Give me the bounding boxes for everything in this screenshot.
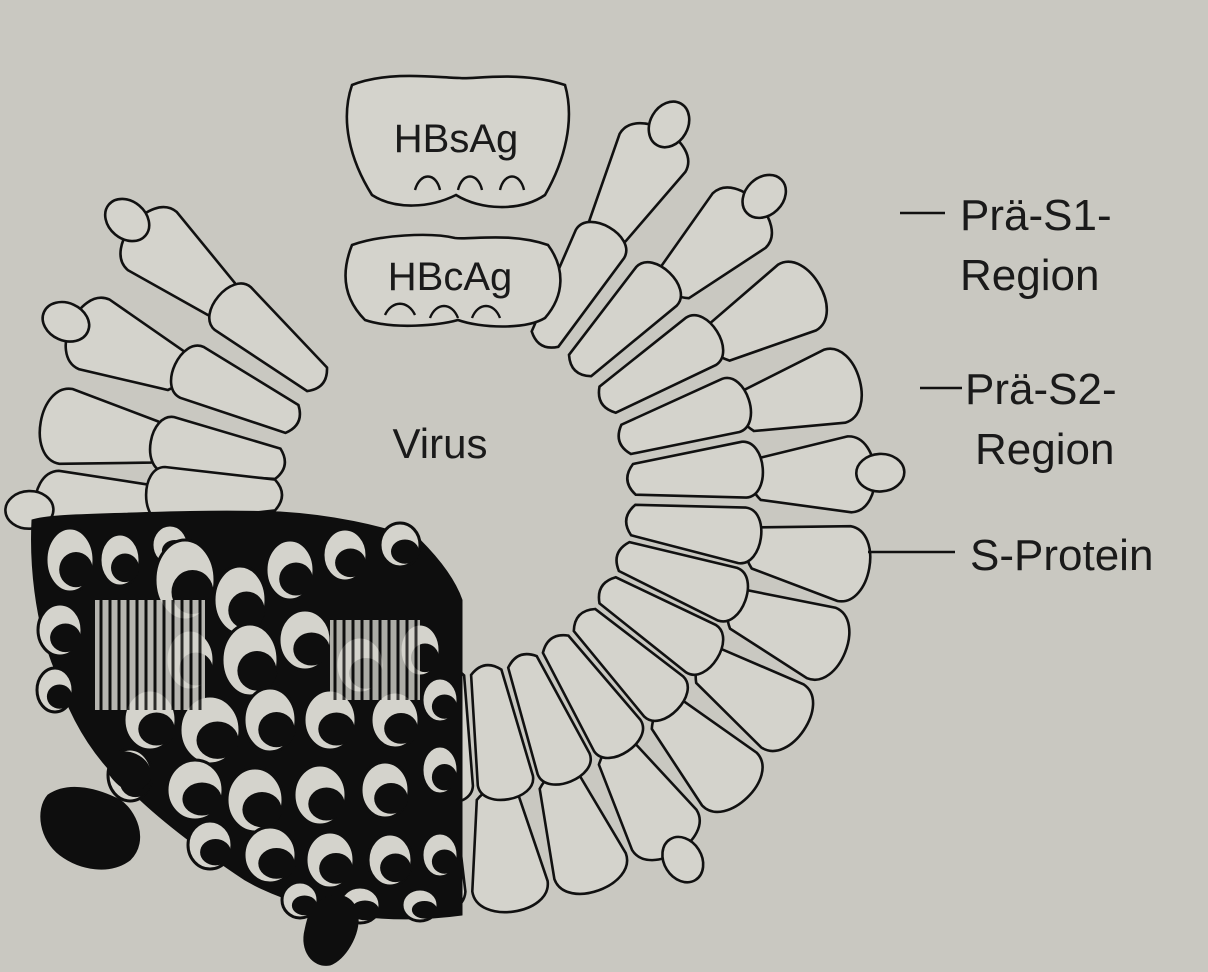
cutaway-cell-shadow [391, 540, 419, 564]
cutaway-cell-shadow [318, 713, 354, 746]
cutaway-cell-shadow [335, 549, 366, 578]
envelope-lobe [472, 787, 548, 912]
hbsag-label: HBsAg [394, 117, 519, 161]
cutaway-cell-shadow [200, 839, 231, 865]
cutaway-cell-shadow [50, 624, 81, 653]
cutaway-cell-shadow [197, 722, 239, 759]
pre-s1-label-line2: Region [960, 251, 1099, 300]
cutaway-section [32, 511, 462, 965]
cutaway-cell-shadow [237, 651, 276, 691]
cutaway-cell-shadow [258, 848, 294, 879]
pre-s-knob [855, 453, 905, 493]
s-protein-label: S-Protein [970, 531, 1153, 580]
cutaway-cell-shadow [319, 853, 353, 884]
pre-s2-label-line2: Region [975, 425, 1114, 474]
envelope-lobe [40, 389, 165, 464]
cutaway-cell-shadow [374, 783, 408, 814]
envelope-lobe [746, 526, 871, 601]
cutaway-cell-shadow [242, 792, 281, 827]
cutaway-cell-shadow [308, 788, 344, 821]
cutaway-cell-shadow [384, 713, 418, 744]
cutaway-cell-shadow [182, 783, 221, 816]
pre-s2-label-line1: Prä-S2- [965, 365, 1117, 414]
cutaway-cell-shadow [432, 764, 457, 790]
cutaway-cell-shadow [279, 563, 313, 596]
envelope-lobe [738, 349, 862, 431]
cutaway-cell-shadow [432, 850, 457, 874]
hbcag-label: HBcAg [388, 255, 513, 299]
envelope-lobe [708, 262, 827, 361]
cutaway-cell-shadow [138, 713, 174, 746]
cutaway-cell-shadow [47, 685, 72, 709]
cutaway-cell-shadow [412, 901, 437, 919]
virus-label: Virus [393, 420, 488, 467]
cutaway-cell-shadow [59, 552, 93, 587]
pre-s1-label-line1: Prä-S1- [960, 191, 1112, 240]
cutaway-cell-shadow [380, 854, 411, 883]
cutaway-cell-shadow [293, 633, 329, 666]
cutaway-cell-shadow [432, 695, 457, 719]
cutaway-cell-shadow [258, 712, 294, 747]
cutaway-cell-shadow [111, 554, 139, 583]
